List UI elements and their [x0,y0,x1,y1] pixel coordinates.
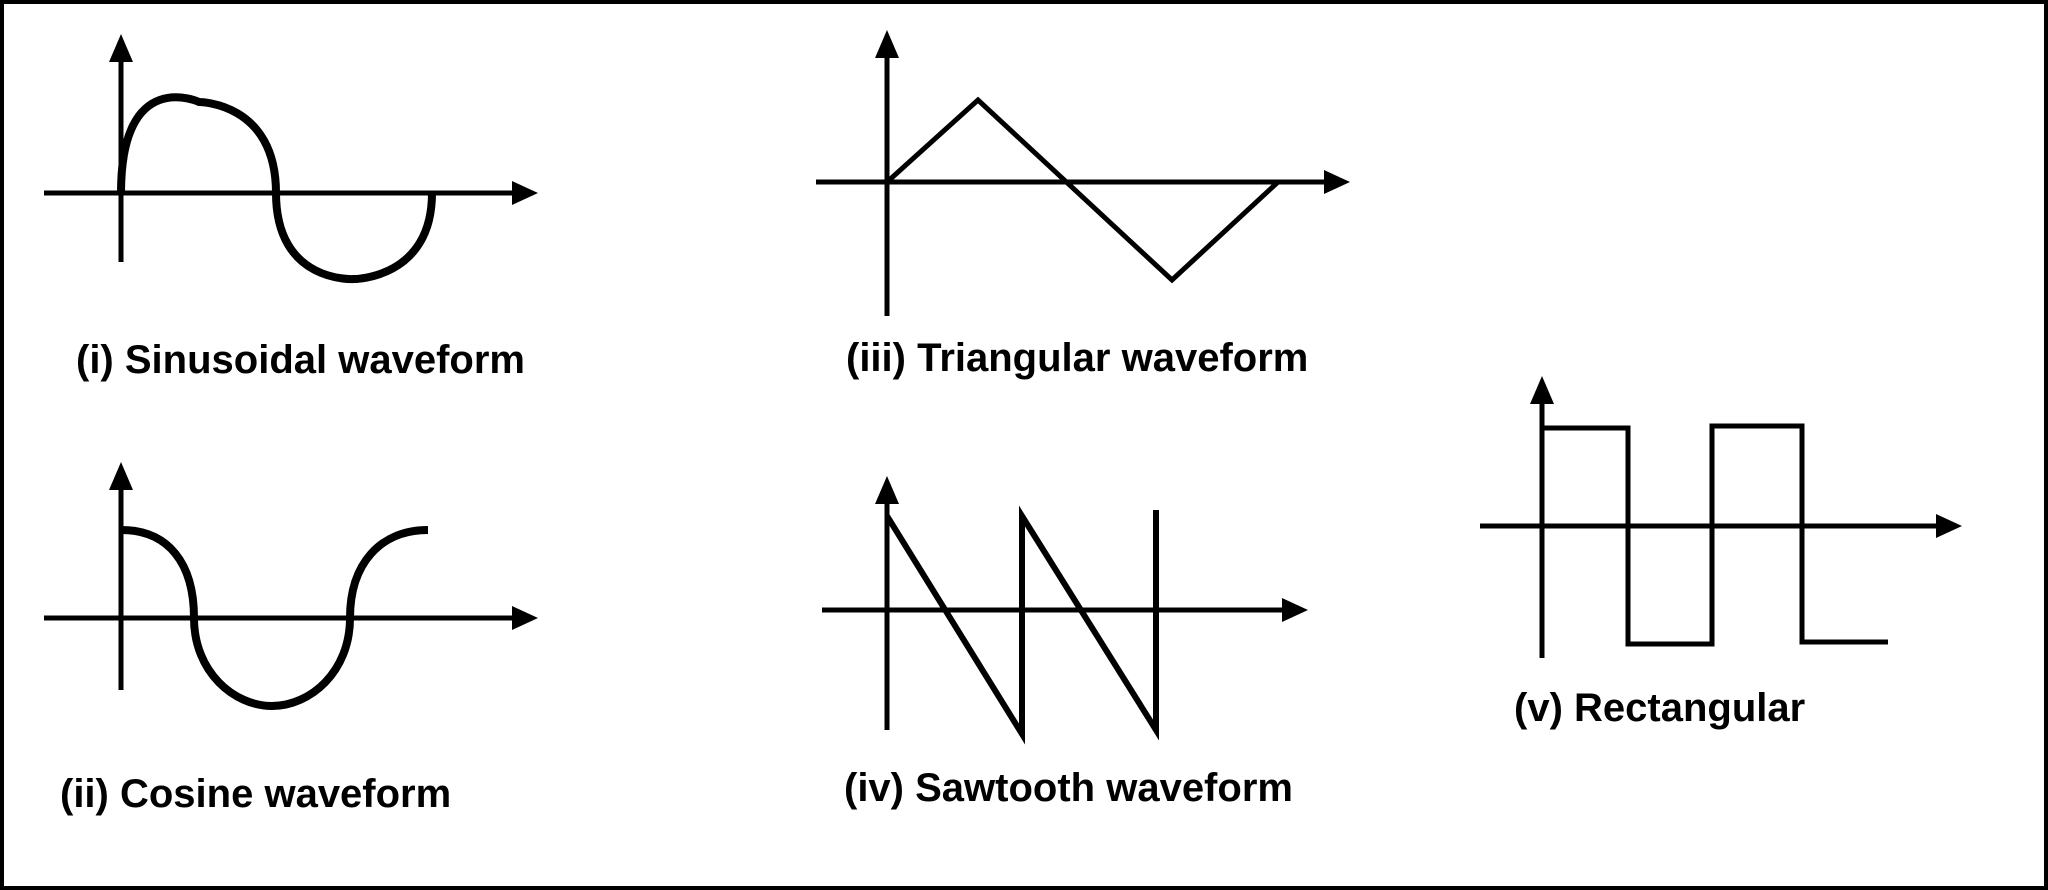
triangular-x-axis-arrow [1324,170,1350,194]
rectangular-x-axis-arrow [1936,514,1962,538]
triangular-plot [816,30,1350,316]
sawtooth-x-axis-arrow [1282,598,1308,622]
cosine-x-axis-arrow [512,606,538,630]
cosine-caption: (ii) Cosine waveform [60,772,452,816]
triangular-curve [885,96,1280,284]
cosine-y-axis-arrow [109,462,133,490]
waveforms-diagram [44,30,1962,745]
rectangular-plot [1480,376,1962,658]
sawtooth-curve [884,505,1159,745]
sawtooth-plot [822,476,1308,745]
cosine-curve [120,526,429,711]
sawtooth-caption: (iv) Sawtooth waveform [844,766,1293,810]
sine-x-axis-arrow [512,181,538,205]
rectangular-y-axis-arrow [1530,376,1554,404]
rectangular-caption: (v) Rectangular [1514,686,1806,730]
sine-plot [44,34,538,284]
triangular-caption: (iii) Triangular waveform [846,336,1309,380]
sine-caption: (i) Sinusoidal waveform [76,338,525,382]
sawtooth-y-axis-arrow [875,476,899,504]
rectangular-curve-1 [1542,423,1888,647]
triangular-y-axis-arrow [875,30,899,58]
sine-y-axis-arrow [109,34,133,62]
cosine-plot [44,462,538,711]
sine-curve [117,93,436,284]
